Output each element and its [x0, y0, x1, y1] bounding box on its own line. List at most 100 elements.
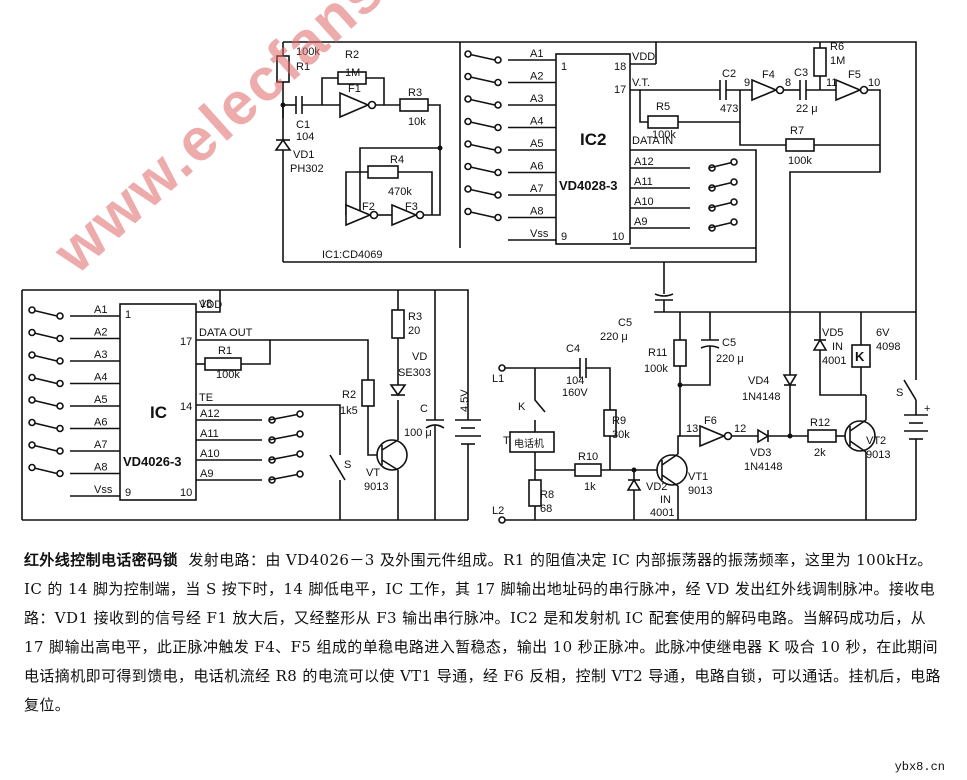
- main-switch-label: S: [896, 387, 903, 399]
- r9-value: 30k: [612, 429, 630, 441]
- vd5-label: VD5: [822, 327, 843, 339]
- r4-label: R4: [390, 154, 404, 166]
- tx-left-label-0: A1: [94, 304, 107, 316]
- tx-left-post-3: [56, 379, 64, 388]
- r3-label: R3: [408, 87, 422, 99]
- ic2-pin-1: 1: [561, 61, 567, 73]
- c3-label: C3: [794, 67, 808, 79]
- c5b-value: 220 μ: [716, 353, 744, 365]
- c4-value-1: 104: [566, 375, 584, 387]
- tx-r3-label: R3: [408, 311, 422, 323]
- ic2-right-label-1: A11: [634, 176, 653, 188]
- ic2-left-rail-5: [464, 162, 472, 171]
- relay-voltage: 6V: [876, 327, 890, 339]
- tx-left-post-1: [56, 334, 64, 343]
- tx-battery-label: 4.5V: [459, 389, 471, 412]
- tx-left-rail-3: [28, 373, 36, 382]
- tx-ic-part: VD4026-3: [123, 454, 182, 469]
- l1-label: L1: [492, 373, 504, 385]
- tx-right-label-2: A10: [200, 448, 220, 460]
- ic2-left-post-5: [494, 168, 502, 177]
- r2-label: R2: [345, 49, 359, 61]
- r7-value: 100k: [788, 155, 812, 167]
- vd4-part: 1N4148: [742, 391, 781, 403]
- ic2-pin-17: 17: [614, 84, 626, 96]
- tx-ic-pin-18: 18: [200, 298, 212, 310]
- tx-r1-label: R1: [218, 345, 232, 357]
- tx-ic-pin-10: 10: [180, 487, 192, 499]
- tx-left-label-5: A6: [94, 417, 107, 429]
- ic2-left-label-0: A1: [530, 48, 543, 60]
- site-footer: ybx8.cn: [894, 760, 945, 774]
- ic2-left-rail-4: [464, 140, 472, 148]
- tx-c-value: 100 μ: [404, 427, 432, 439]
- tx-left-rail-7: [28, 463, 36, 472]
- tx-vt-part: 9013: [364, 481, 388, 493]
- tx-right-rail-2: [296, 450, 304, 458]
- tx-right-label-1: A11: [200, 428, 219, 440]
- tx-vt-label: VT: [366, 467, 380, 479]
- tx-right-top-label-2: TE: [199, 392, 213, 404]
- tx-left-post-2: [56, 357, 64, 365]
- r11-value: 100k: [644, 363, 668, 375]
- relay-k-label: K: [855, 349, 865, 364]
- tx-ic-pin-9: 9: [125, 487, 131, 499]
- vd1-label: VD1: [293, 149, 314, 161]
- c1-value: 104: [296, 131, 314, 143]
- r2-value: 1M: [345, 67, 360, 79]
- tx-left-post-5: [56, 424, 64, 433]
- r3-value: 10k: [408, 116, 426, 128]
- monostable: C2 473 R5 100k F4 C3 22 μ R6 1M F5 R7 10…: [630, 41, 881, 375]
- description-title: 红外线控制电话密码锁: [24, 551, 179, 569]
- f5-pin-in: 11: [826, 77, 837, 89]
- tx-right-label-0: A12: [200, 408, 220, 420]
- line-control: C5 220 μ R11 100k C5 220 μ C4 104 160V R…: [492, 262, 930, 524]
- relay-part: 4098: [876, 341, 900, 353]
- tx-left-label-7: A8: [94, 462, 107, 474]
- ic2-right-top-label-2: DATA IN: [632, 135, 673, 147]
- c4-label: C4: [566, 343, 580, 355]
- tx-ic-pin-17: 17: [180, 336, 192, 348]
- tx-right-rail-1: [296, 430, 304, 438]
- ic2-left-label-7: A8: [530, 206, 543, 218]
- tx-left-post-0: [56, 312, 64, 320]
- ic2-left-label-5: A6: [530, 161, 543, 173]
- vd5-part: IN: [832, 341, 843, 353]
- ic2-left-label-8: Vss: [530, 228, 549, 240]
- ic2-left-post-2: [494, 101, 502, 109]
- f2-label: F2: [362, 201, 375, 213]
- vt1-label: VT1: [688, 471, 708, 483]
- description-paragraph: 红外线控制电话密码锁 发射电路：由 VD4026－3 及外围元件组成。R1 的阻…: [24, 546, 950, 720]
- r6-value: 1M: [830, 55, 845, 67]
- c5a-value: 220 μ: [600, 331, 628, 343]
- vt1-part: 9013: [688, 485, 712, 497]
- ic2-label: IC2: [580, 130, 606, 149]
- receiver-front-end: 100k R1 R2 1M C1 104 VD1 PH302 F1 R3 10k…: [274, 41, 917, 300]
- c3-value: 22 μ: [796, 103, 818, 115]
- tx-left-rail-5: [28, 418, 36, 427]
- tx-c-label: C: [420, 403, 428, 415]
- ic2-pin-10: 10: [612, 231, 624, 243]
- tx-left-rail-6: [28, 441, 36, 449]
- tx-left-rail-1: [28, 328, 36, 337]
- ic2-left-label-3: A4: [530, 116, 543, 128]
- phone-label: 电话机: [514, 437, 544, 450]
- l2-label: L2: [492, 505, 504, 517]
- ic2-left-rail-1: [464, 72, 472, 81]
- r5-label: R5: [656, 101, 670, 113]
- r1-label: R1: [296, 61, 310, 73]
- c2-label: C2: [722, 68, 736, 80]
- tx-right-rail-0: [296, 410, 304, 418]
- f5-pin-out: 10: [868, 77, 880, 89]
- c5a-label: C5: [618, 317, 632, 329]
- tx-r2-value: 1k5: [340, 405, 358, 417]
- ic2-right-label-3: A9: [634, 216, 647, 228]
- vd3-part: 1N4148: [744, 461, 783, 473]
- vt2-part: 9013: [866, 449, 890, 461]
- tx-left-label-3: A4: [94, 372, 107, 384]
- ic2-pin-18: 18: [614, 61, 626, 73]
